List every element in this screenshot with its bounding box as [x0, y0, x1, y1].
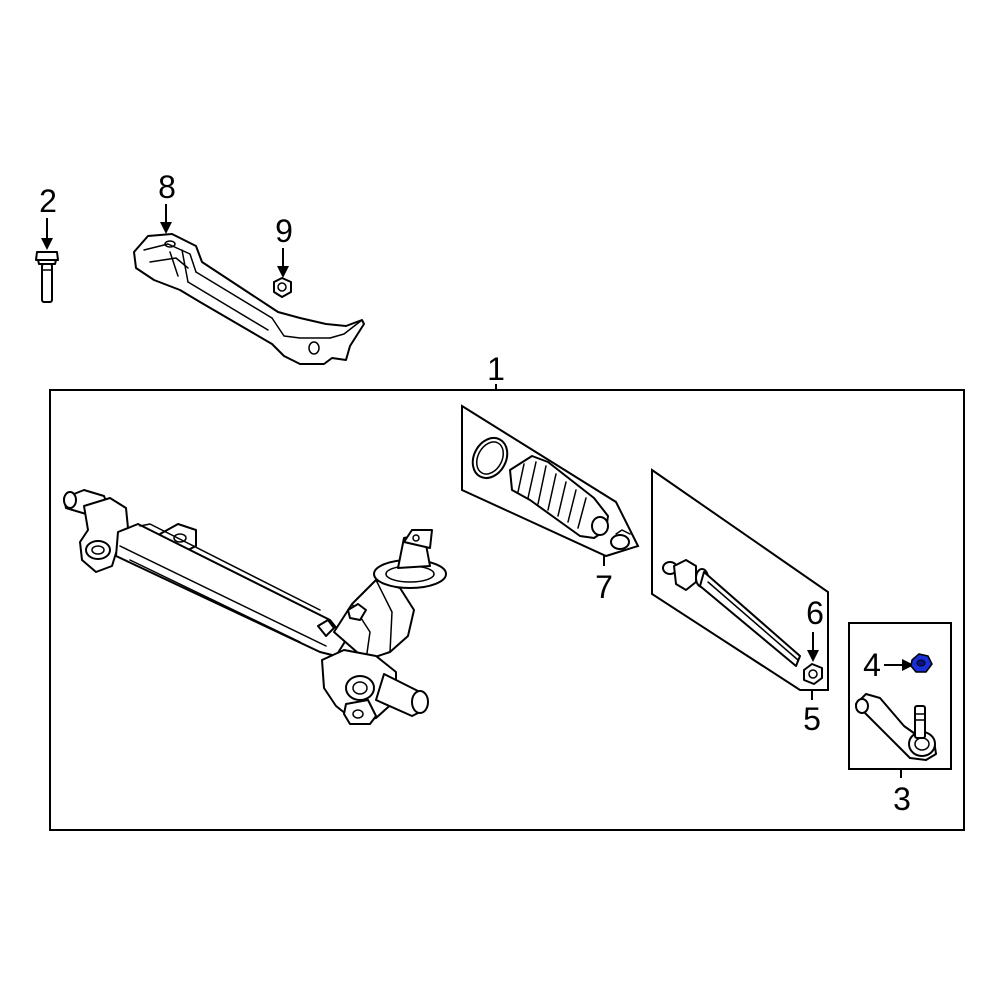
part-4-nut: 4	[863, 647, 933, 683]
clamp-ring-icon	[471, 436, 509, 480]
callout-1: 1	[487, 351, 505, 387]
nut-icon-blue	[910, 653, 933, 673]
part-6-jam-nut: 6	[803, 595, 824, 685]
bolt-icon	[35, 251, 59, 303]
callout-2: 2	[39, 183, 57, 219]
inner-tie-rod-icon	[662, 559, 801, 667]
bellows-boot-icon	[509, 455, 609, 539]
callout-5: 5	[803, 701, 821, 737]
callout-8: 8	[158, 169, 176, 205]
assembly-frame	[49, 389, 965, 831]
callout-6: 6	[806, 595, 824, 631]
part-3-outer-tie-rod-kit: 3	[848, 622, 952, 817]
callout-7: 7	[595, 569, 613, 605]
part-9-nut: 9	[273, 213, 293, 298]
heat-shield-icon	[133, 233, 365, 365]
outer-tie-rod-end-icon	[855, 693, 937, 761]
callout-9: 9	[275, 213, 293, 249]
small-clamp-icon	[610, 529, 631, 550]
callout-4: 4	[863, 647, 881, 683]
part-7-boot-kit: 7	[461, 404, 640, 605]
callout-3: 3	[893, 781, 911, 817]
part-1-rack-assembly-frame: 1	[49, 351, 965, 831]
boot-kit-frame	[461, 404, 640, 558]
part-5-inner-tie-rod-kit: 5	[651, 468, 829, 737]
part-8-heat-shield: 8	[133, 169, 365, 365]
part-2-bolt: 2	[35, 183, 59, 303]
jam-nut-icon	[803, 663, 823, 685]
steering-rack-icon	[63, 489, 447, 725]
nut-icon	[273, 277, 292, 298]
inner-tie-rod-frame	[651, 468, 829, 691]
